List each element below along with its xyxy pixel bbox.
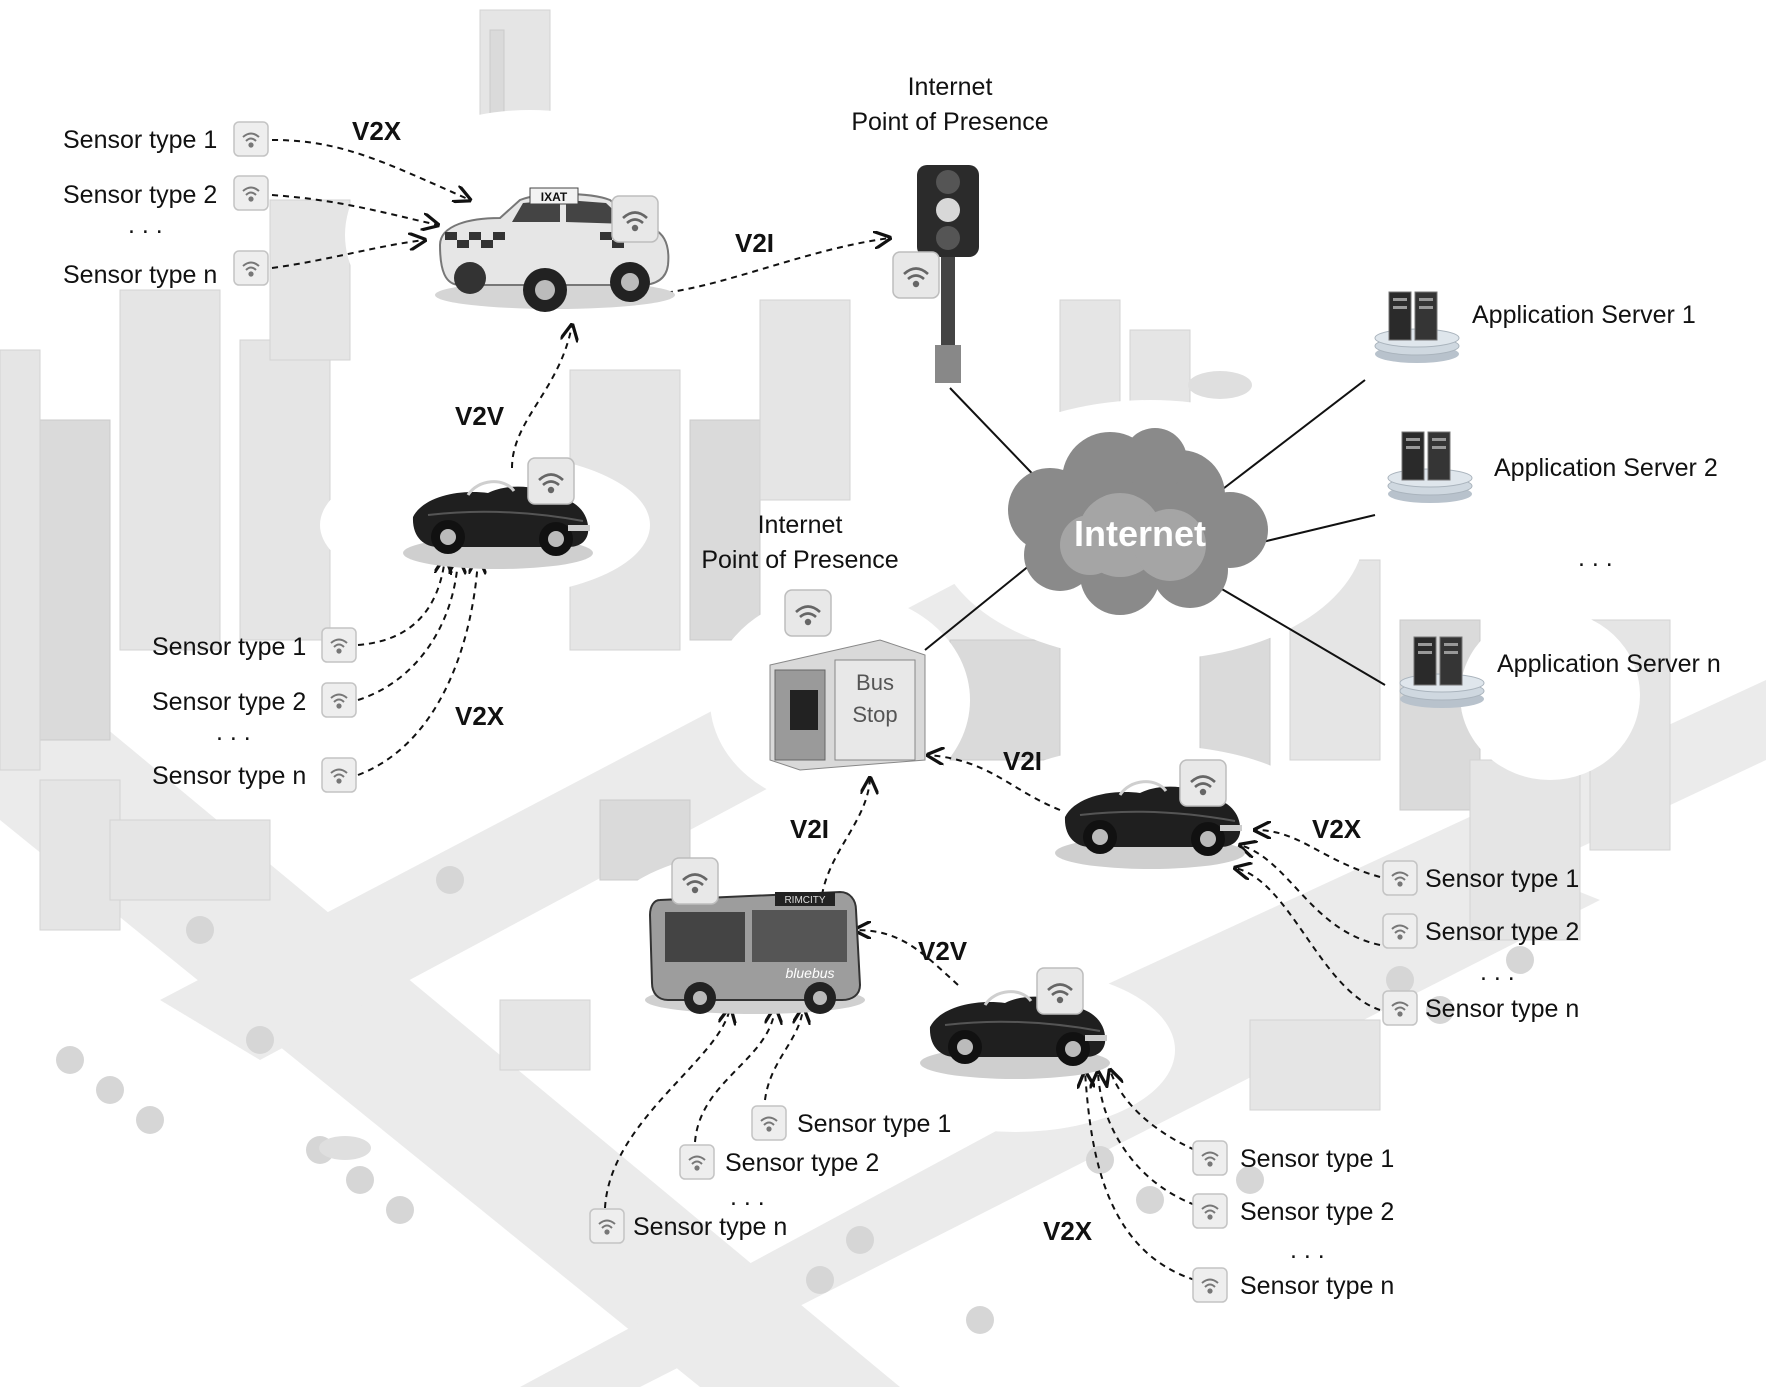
link-label-v2i: V2I <box>1003 746 1042 776</box>
app-server-label-2: Application Server 2 <box>1494 454 1718 482</box>
pop-label-line2: Point of Presence <box>701 546 898 574</box>
taxi-icon: IXAT <box>435 187 675 312</box>
wifi-sensor-icon <box>321 627 357 663</box>
wifi-sensor-icon <box>1382 990 1418 1026</box>
wifi-sensor-icon <box>679 1144 715 1180</box>
bus-stop-sign-line2: Stop <box>852 702 897 727</box>
sensor-label-n: Sensor type n <box>152 762 306 790</box>
wifi-sensor-icon <box>1192 1267 1228 1303</box>
link-label-v2v: V2V <box>918 936 968 966</box>
bus-name: bluebus <box>785 965 834 981</box>
labels: Sensor type 1 Sensor type 2 . . . Sensor… <box>63 73 1721 1300</box>
bus-destination: RIMCITY <box>784 895 825 906</box>
app-server-label-1: Application Server 1 <box>1472 301 1696 329</box>
sensor-label-1: Sensor type 1 <box>797 1110 951 1138</box>
link-label-v2x: V2X <box>1043 1216 1093 1246</box>
connections <box>271 139 1386 1281</box>
wifi-sensor-icon <box>1192 1193 1228 1229</box>
link-label-v2v: V2V <box>455 401 505 431</box>
internet-label: Internet <box>1074 513 1206 554</box>
bus-stop-icon: Bus Stop <box>769 588 926 771</box>
pop-label-line1: Internet <box>908 73 993 101</box>
sensor-label-n: Sensor type n <box>1240 1272 1394 1300</box>
bus-stop-sign-line1: Bus <box>856 670 894 695</box>
app-server-ellipsis: . . . <box>1578 544 1613 572</box>
sensor-label-1: Sensor type 1 <box>1240 1145 1394 1173</box>
cloud-icon: Internet <box>1008 428 1268 615</box>
taxi-sign: IXAT <box>541 190 568 204</box>
sensor-label-n: Sensor type n <box>633 1213 787 1241</box>
link-label-v2i: V2I <box>790 814 829 844</box>
wifi-sensor-icon <box>1192 1140 1228 1176</box>
sensor-label-2: Sensor type 2 <box>63 181 217 209</box>
wifi-sensor-icon <box>1382 913 1418 949</box>
link-label-v2x: V2X <box>352 116 402 146</box>
wifi-sensor-icon <box>1382 860 1418 896</box>
sensor-ellipsis: . . . <box>730 1183 765 1211</box>
pop-label-line2: Point of Presence <box>851 108 1048 136</box>
wifi-sensor-icon <box>233 121 269 157</box>
sensor-ellipsis: . . . <box>216 718 251 746</box>
wifi-sensor-icon <box>321 682 357 718</box>
sensor-ellipsis: . . . <box>1480 958 1515 986</box>
bus-icon: RIMCITY bluebus <box>645 856 865 1014</box>
sensor-label-n: Sensor type n <box>1425 995 1579 1023</box>
wifi-sensor-icon <box>233 250 269 286</box>
wifi-sensor-icon <box>589 1208 625 1244</box>
server-icon <box>1387 431 1473 504</box>
sensor-label-1: Sensor type 1 <box>63 126 217 154</box>
wifi-sensor-icon <box>233 175 269 211</box>
sensor-ellipsis: . . . <box>1290 1236 1325 1264</box>
pop-label-line1: Internet <box>758 511 843 539</box>
wifi-sensor-icon <box>321 757 357 793</box>
sensor-label-2: Sensor type 2 <box>725 1149 879 1177</box>
sensor-label-n: Sensor type n <box>63 261 217 289</box>
link-label-v2x: V2X <box>455 701 505 731</box>
traffic-light-icon <box>891 165 979 383</box>
sensor-label-2: Sensor type 2 <box>1240 1198 1394 1226</box>
link-label-v2x: V2X <box>1312 814 1362 844</box>
sensor-label-2: Sensor type 2 <box>152 688 306 716</box>
link-label-v2i: V2I <box>735 228 774 258</box>
sensor-label-2: Sensor type 2 <box>1425 918 1579 946</box>
server-icon <box>1374 291 1460 364</box>
sensor-ellipsis: . . . <box>128 211 163 239</box>
app-server-label-n: Application Server n <box>1497 650 1721 678</box>
sensor-label-1: Sensor type 1 <box>1425 865 1579 893</box>
wifi-sensor-icon <box>751 1105 787 1141</box>
sensor-label-1: Sensor type 1 <box>152 633 306 661</box>
